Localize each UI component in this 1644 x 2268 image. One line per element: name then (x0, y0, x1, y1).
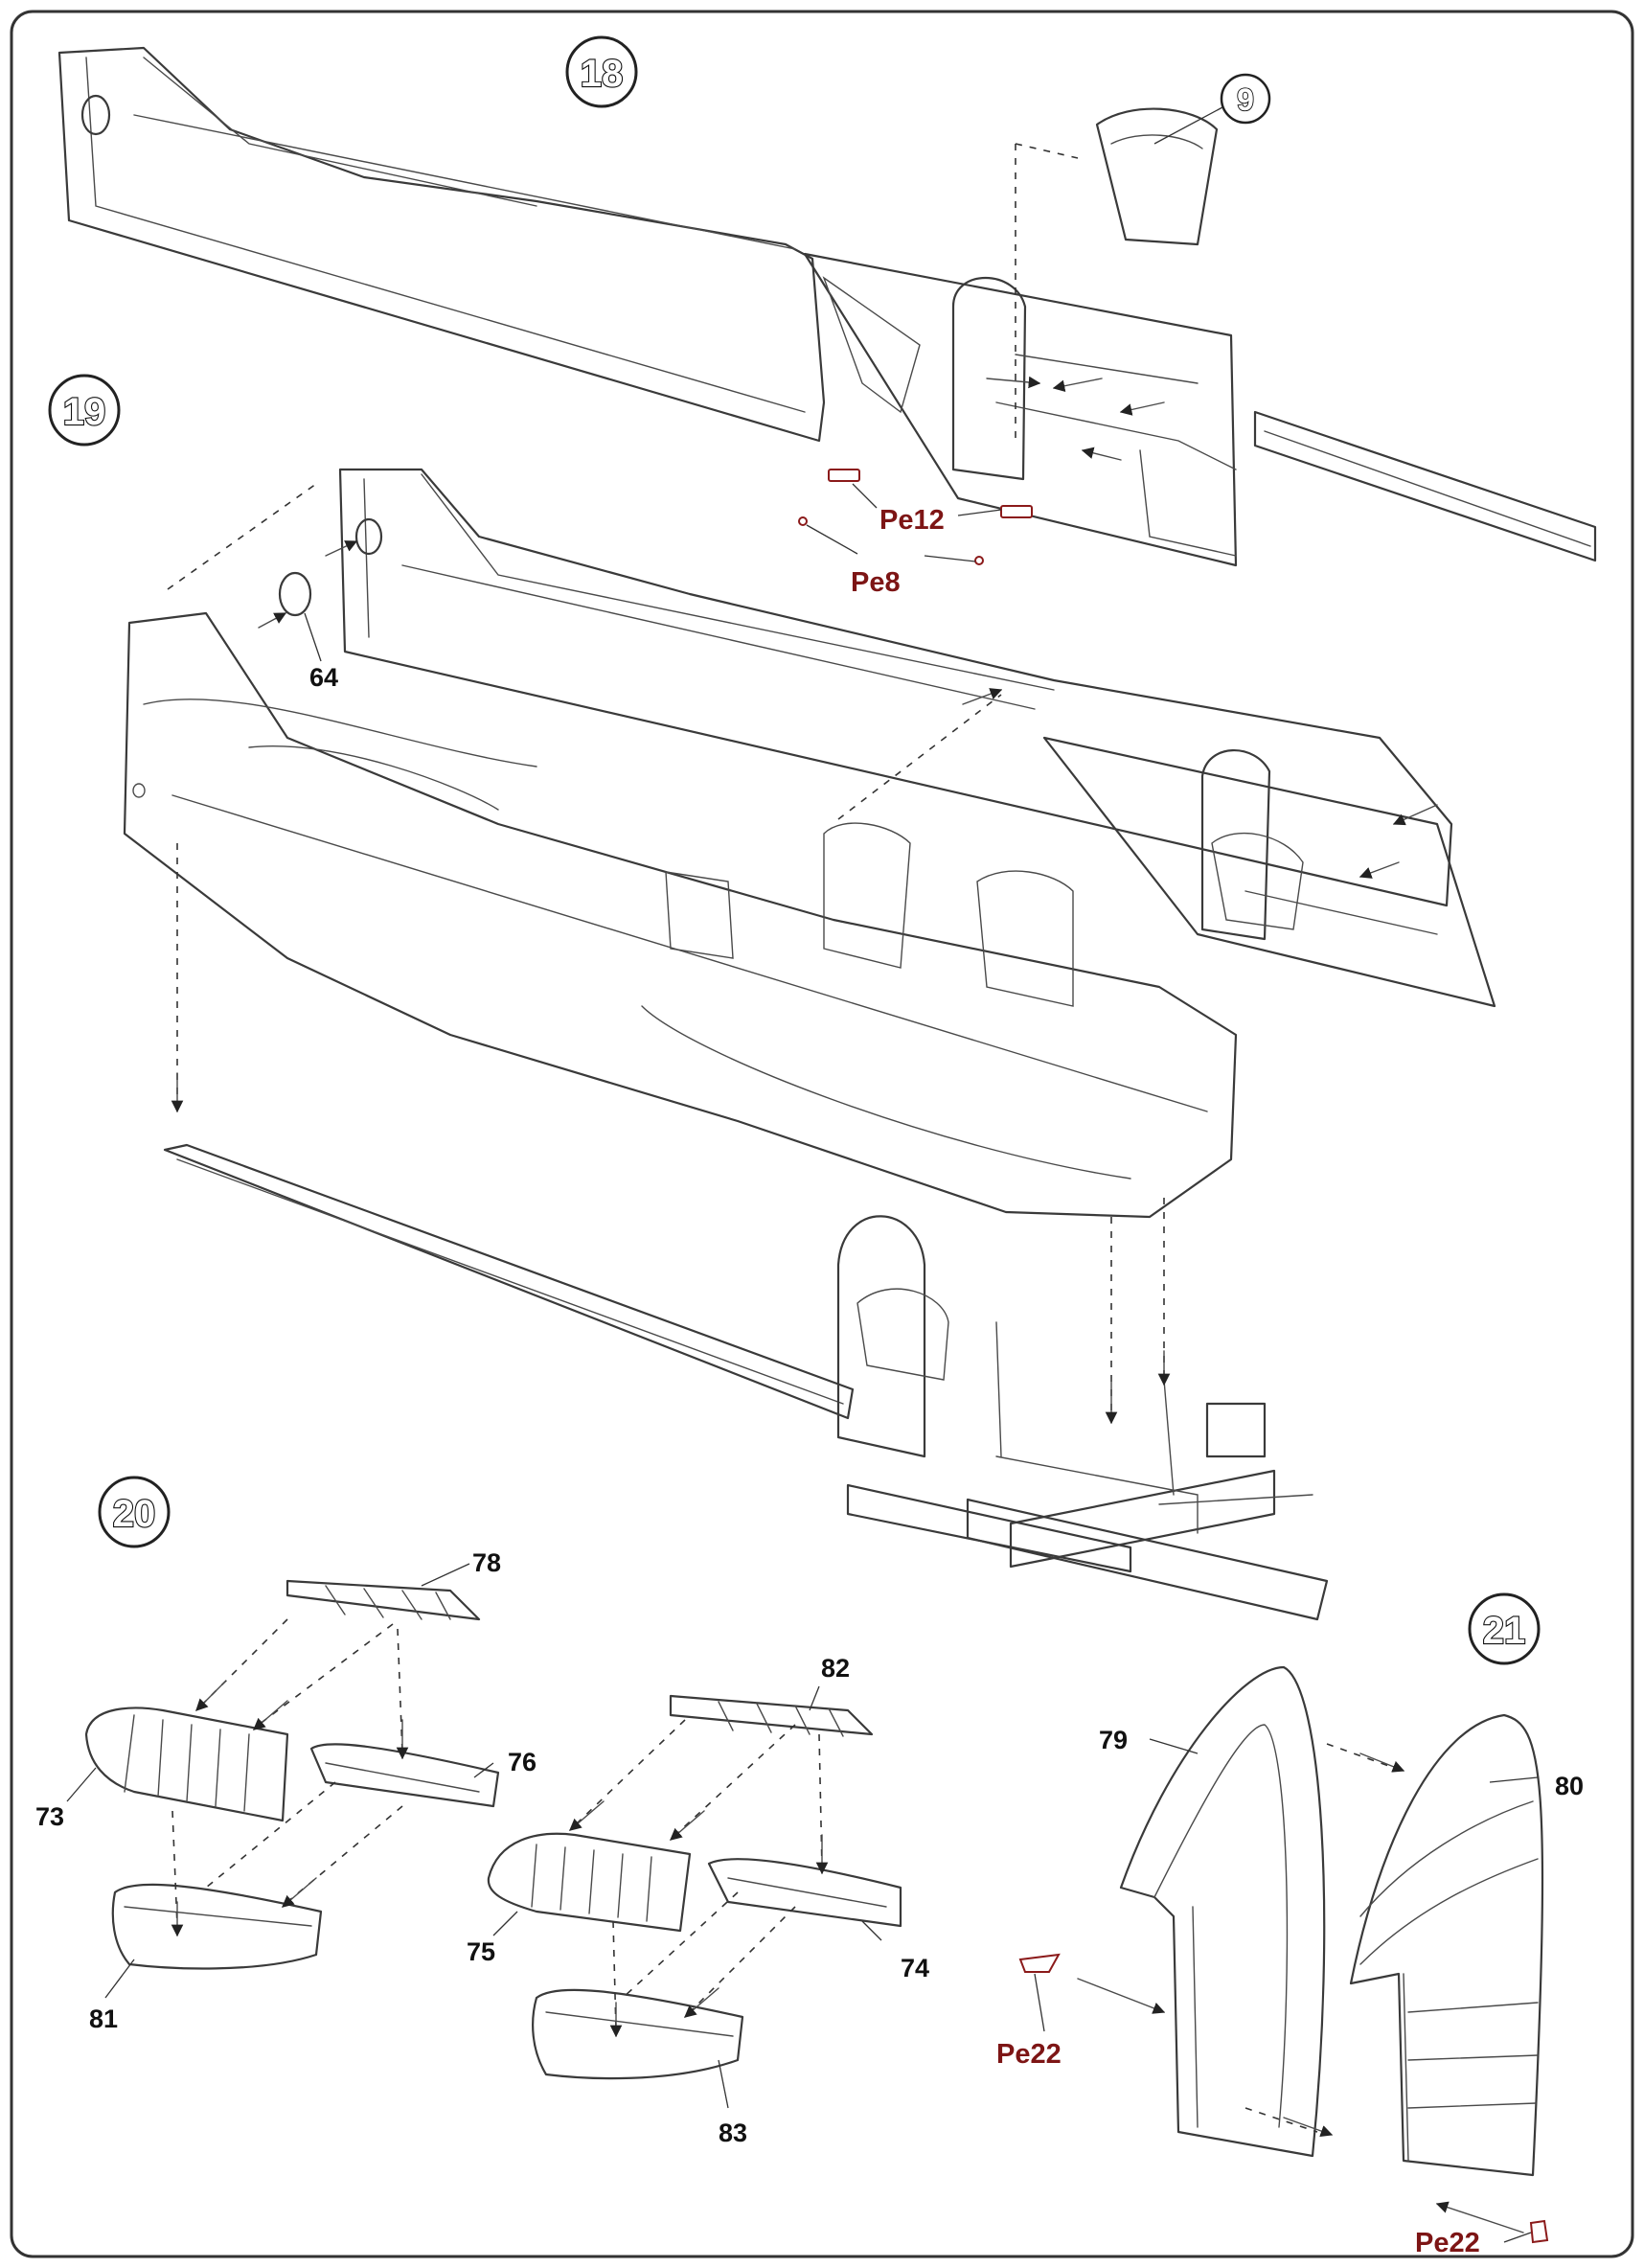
part-number-81: 81 (89, 2005, 118, 2033)
step-marker-18: 18 (565, 35, 638, 108)
pe22-label-right: Pe22 (1415, 2228, 1480, 2258)
pe8-label: Pe8 (851, 567, 901, 598)
part-number-83: 83 (719, 2119, 747, 2147)
part-number-76: 76 (508, 1748, 537, 1776)
step-18-drawing (57, 46, 1597, 567)
part-number-9: 9 (1237, 82, 1254, 117)
step-marker-19: 19 (48, 374, 121, 447)
pe22-part-b (1529, 2219, 1549, 2244)
part-number-80: 80 (1555, 1772, 1584, 1800)
pe8-part-b (974, 556, 984, 565)
part-number-75: 75 (467, 1937, 495, 1966)
part-number-74: 74 (901, 1954, 929, 1982)
step-19-drawing (123, 468, 1496, 1621)
pe12-part-b (1000, 505, 1033, 518)
pe8-part-a (798, 516, 808, 526)
page-frame (10, 10, 1634, 2258)
part-number-78: 78 (472, 1548, 501, 1577)
part-number-79: 79 (1099, 1726, 1128, 1754)
step-marker-20: 20 (98, 1476, 171, 1548)
pe12-label: Pe12 (879, 505, 945, 536)
step-number-19: 19 (63, 391, 106, 433)
step-number-21: 21 (1483, 1610, 1526, 1652)
step-20-drawing (66, 1563, 902, 2109)
step-number-18: 18 (581, 53, 624, 95)
step-21-drawing (1018, 1665, 1549, 2244)
part-number-64: 64 (309, 663, 338, 692)
part-9-marker: 9 (1153, 73, 1271, 145)
step-number-20: 20 (113, 1493, 156, 1535)
pe22-label-left: Pe22 (996, 2039, 1062, 2070)
part-number-82: 82 (821, 1654, 850, 1683)
pe22-part-a (1018, 1953, 1061, 1973)
step-marker-21: 21 (1468, 1592, 1541, 1665)
part-number-73: 73 (35, 1802, 64, 1831)
pe12-part-a (828, 469, 860, 482)
